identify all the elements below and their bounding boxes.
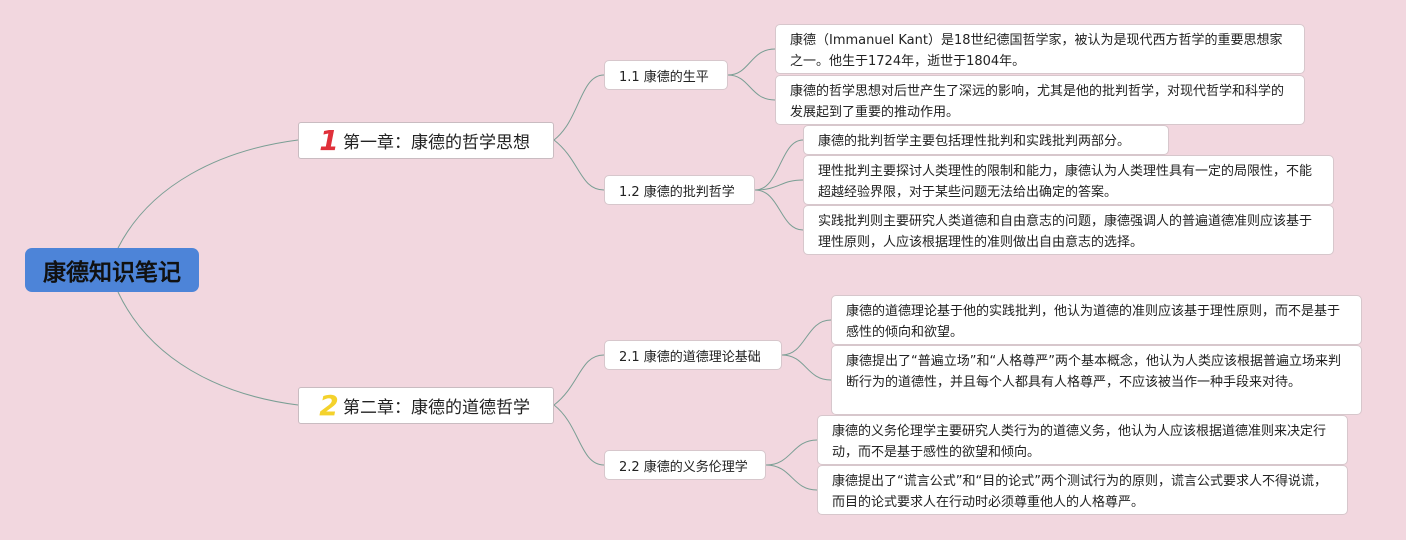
link-s22-n2 <box>765 464 818 491</box>
chapter-node-2[interactable]: 2 第二章：康德的道德哲学 <box>298 387 554 424</box>
note-text: 康德的哲学思想对后世产生了深远的影响，尤其是他的批判哲学，对现代哲学和科学的发展… <box>790 84 1285 120</box>
chapter-node-1[interactable]: 1 第一章：康德的哲学思想 <box>298 122 554 159</box>
link-s12-n1 <box>754 139 804 191</box>
link-ch1-s11 <box>553 74 605 141</box>
section-node-2-2[interactable]: 2.2 康德的义务伦理学 <box>604 450 766 480</box>
section-node-1-1[interactable]: 1.1 康德的生平 <box>604 60 728 90</box>
note-1-1-1[interactable]: 康德（Immanuel Kant）是18世纪德国哲学家，被认为是现代西方哲学的重… <box>775 24 1305 74</box>
link-ch2-s22 <box>553 404 605 466</box>
link-ch2-s21 <box>553 354 605 406</box>
note-1-2-3[interactable]: 实践批判则主要研究人类道德和自由意志的问题，康德强调人的普遍道德准则应该基于理性… <box>803 205 1334 255</box>
section-label: 1.2 康德的批判哲学 <box>619 184 735 200</box>
link-root-ch1 <box>117 139 299 249</box>
chapter-label: 第二章：康德的道德哲学 <box>343 398 530 418</box>
note-text: 康德的批判哲学主要包括理性批判和实践批判两部分。 <box>818 134 1131 149</box>
note-2-1-2[interactable]: 康德提出了“普遍立场”和“人格尊严”两个基本概念，他认为人类应该根据普遍立场来判… <box>831 345 1362 415</box>
note-1-2-1[interactable]: 康德的批判哲学主要包括理性批判和实践批判两部分。 <box>803 125 1169 155</box>
note-text: 康德的道德理论基于他的实践批判，他认为道德的准则应该基于理性原则，而不是基于感性… <box>846 304 1341 340</box>
note-text: 实践批判则主要研究人类道德和自由意志的问题，康德强调人的普遍道德准则应该基于理性… <box>818 214 1313 250</box>
root-node[interactable]: 康德知识笔记 <box>25 248 199 292</box>
link-s11-n2 <box>727 74 776 101</box>
section-label: 1.1 康德的生平 <box>619 69 709 85</box>
note-text: 康德（Immanuel Kant）是18世纪德国哲学家，被认为是现代西方哲学的重… <box>790 33 1283 69</box>
note-2-2-2[interactable]: 康德提出了“谎言公式”和“目的论式”两个测试行为的原则，谎言公式要求人不得说谎，… <box>817 465 1348 515</box>
note-text: 康德提出了“谎言公式”和“目的论式”两个测试行为的原则，谎言公式要求人不得说谎，… <box>832 474 1327 510</box>
chapter-number-badge: 2 <box>319 388 339 422</box>
note-text: 康德的义务伦理学主要研究人类行为的道德义务，他认为人应该根据道德准则来决定行动，… <box>832 424 1327 460</box>
link-s12-n2 <box>754 179 804 191</box>
section-node-2-1[interactable]: 2.1 康德的道德理论基础 <box>604 340 782 370</box>
link-root-ch2 <box>117 291 299 406</box>
chapter-label: 第一章：康德的哲学思想 <box>343 133 530 153</box>
section-label: 2.2 康德的义务伦理学 <box>619 459 748 475</box>
note-1-1-2[interactable]: 康德的哲学思想对后世产生了深远的影响，尤其是他的批判哲学，对现代哲学和科学的发展… <box>775 75 1305 125</box>
chapter-number-badge: 1 <box>319 123 339 157</box>
note-2-2-1[interactable]: 康德的义务伦理学主要研究人类行为的道德义务，他认为人应该根据道德准则来决定行动，… <box>817 415 1348 465</box>
link-s22-n1 <box>765 439 818 466</box>
note-text: 康德提出了“普遍立场”和“人格尊严”两个基本概念，他认为人类应该根据普遍立场来判… <box>846 354 1341 390</box>
link-s11-n1 <box>727 48 776 76</box>
link-s12-n3 <box>754 189 804 231</box>
note-2-1-1[interactable]: 康德的道德理论基于他的实践批判，他认为道德的准则应该基于理性原则，而不是基于感性… <box>831 295 1362 345</box>
link-ch1-s12 <box>553 139 605 191</box>
link-s21-n2 <box>781 354 832 381</box>
root-label: 康德知识笔记 <box>43 260 181 286</box>
note-1-2-2[interactable]: 理性批判主要探讨人类理性的限制和能力，康德认为人类理性具有一定的局限性，不能超越… <box>803 155 1334 205</box>
section-node-1-2[interactable]: 1.2 康德的批判哲学 <box>604 175 755 205</box>
note-text: 理性批判主要探讨人类理性的限制和能力，康德认为人类理性具有一定的局限性，不能超越… <box>818 164 1313 200</box>
link-s21-n1 <box>781 319 832 356</box>
section-label: 2.1 康德的道德理论基础 <box>619 349 761 365</box>
